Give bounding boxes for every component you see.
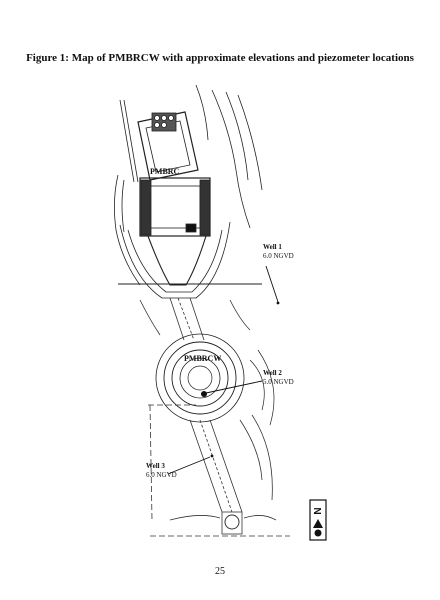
well-2-elevation: 5.0 NGVD [263, 378, 294, 386]
channel-drawing [139, 297, 251, 341]
outflow-drawing [148, 404, 290, 537]
page-number: 25 [215, 566, 225, 577]
well-3-elevation: 6.0 NGVD [146, 471, 177, 479]
well-1-name: Well 1 [263, 243, 282, 251]
facility-label: PMBRC [150, 167, 180, 176]
figure-title: Figure 1: Map of PMBRCW with approximate… [26, 52, 414, 64]
north-arrow-icon: N [309, 499, 327, 541]
wetland-label: PMBRCW [184, 354, 221, 363]
wetland-drawing [155, 333, 275, 426]
well-2-name: Well 2 [263, 369, 282, 377]
well-2: Well 2 5.0 NGVD [201, 369, 294, 397]
north-arrow-letter: N [313, 507, 324, 514]
well-3-name: Well 3 [146, 462, 165, 470]
facility-drawing [114, 84, 263, 299]
well-1: Well 1 6.0 NGVD [263, 243, 294, 305]
well-3: Well 3 6.0 NGVD [146, 454, 214, 479]
well-1-elevation: 6.0 NGVD [263, 252, 294, 260]
